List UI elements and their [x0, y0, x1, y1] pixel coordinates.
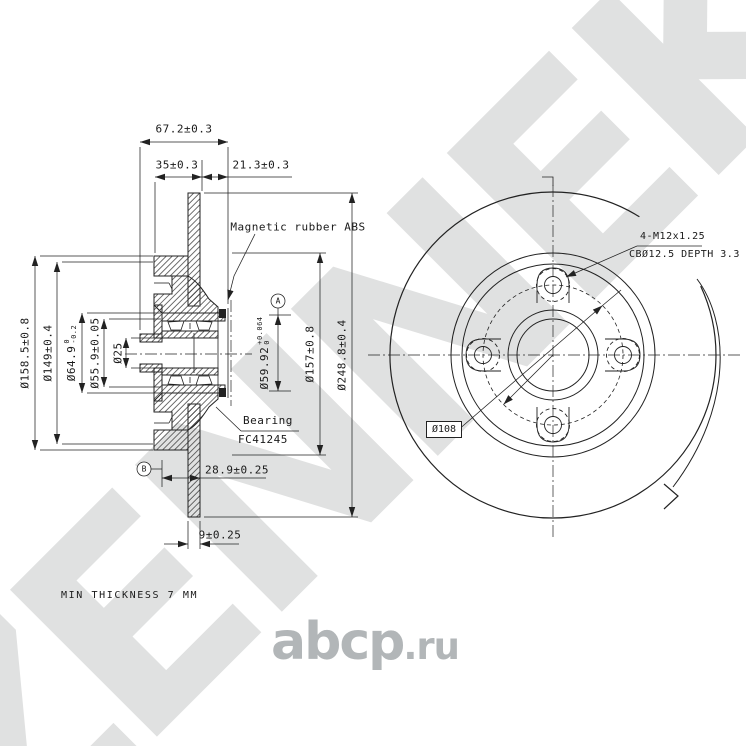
datum-a-marker: A — [275, 296, 281, 306]
abcp-logo-domain: .ru — [403, 625, 460, 668]
section-dims-right — [204, 192, 358, 518]
dim-bore: Ø25 — [111, 342, 125, 364]
dim-disc-od: Ø248.8±0.4 — [335, 319, 349, 391]
datum-b-marker: B — [141, 464, 147, 474]
section-dims-top — [139, 138, 292, 330]
callout-abs-ring: Magnetic rubber ABS — [230, 220, 366, 234]
dim-disc-to-abs: 21.3±0.3 — [232, 158, 290, 172]
section-leaders — [215, 233, 299, 432]
abs-ring-section — [219, 309, 226, 397]
section-centerlines — [125, 300, 252, 406]
callout-bolt-circle: Ø108 — [426, 421, 462, 438]
section-dims-bottom — [136, 460, 266, 549]
min-thickness-note: MIN THICKNESS 7 MM — [61, 590, 199, 601]
section-dims-left — [31, 255, 161, 451]
callout-bolt-thread: 4-M12x1.25 — [640, 231, 706, 242]
callout-bearing: Bearing — [243, 414, 293, 427]
abcp-logo: abcp.ru — [271, 612, 460, 672]
rotation-arrow-icon — [663, 483, 679, 510]
bearing-rollers — [167, 320, 213, 386]
section-detail-lines — [140, 282, 229, 424]
dim-flange-to-disc: 35±0.3 — [155, 158, 199, 172]
front-centerlines — [368, 185, 741, 540]
bolt-circle-dim — [449, 245, 702, 438]
dim-disc-thickness: 9±0.25 — [198, 528, 242, 542]
dim-overall-width: 67.2±0.3 — [155, 122, 213, 136]
callout-counterbore: CBØ12.5 DEPTH 3.3 — [629, 249, 740, 260]
dim-flange-offset: 28.9±0.25 — [204, 463, 270, 477]
callout-bearing-code: FC41245 — [238, 433, 288, 446]
abcp-logo-brand: abcp — [271, 612, 405, 672]
dim-hat-od: Ø157±0.8 — [303, 325, 317, 383]
dim-bearing-od: Ø55.9±0.05 — [88, 317, 102, 389]
dim-flange-od: Ø158.5±0.8 — [18, 317, 32, 389]
dim-bolt-flange-circle: Ø149±0.4 — [41, 324, 55, 382]
front-view — [368, 176, 741, 540]
